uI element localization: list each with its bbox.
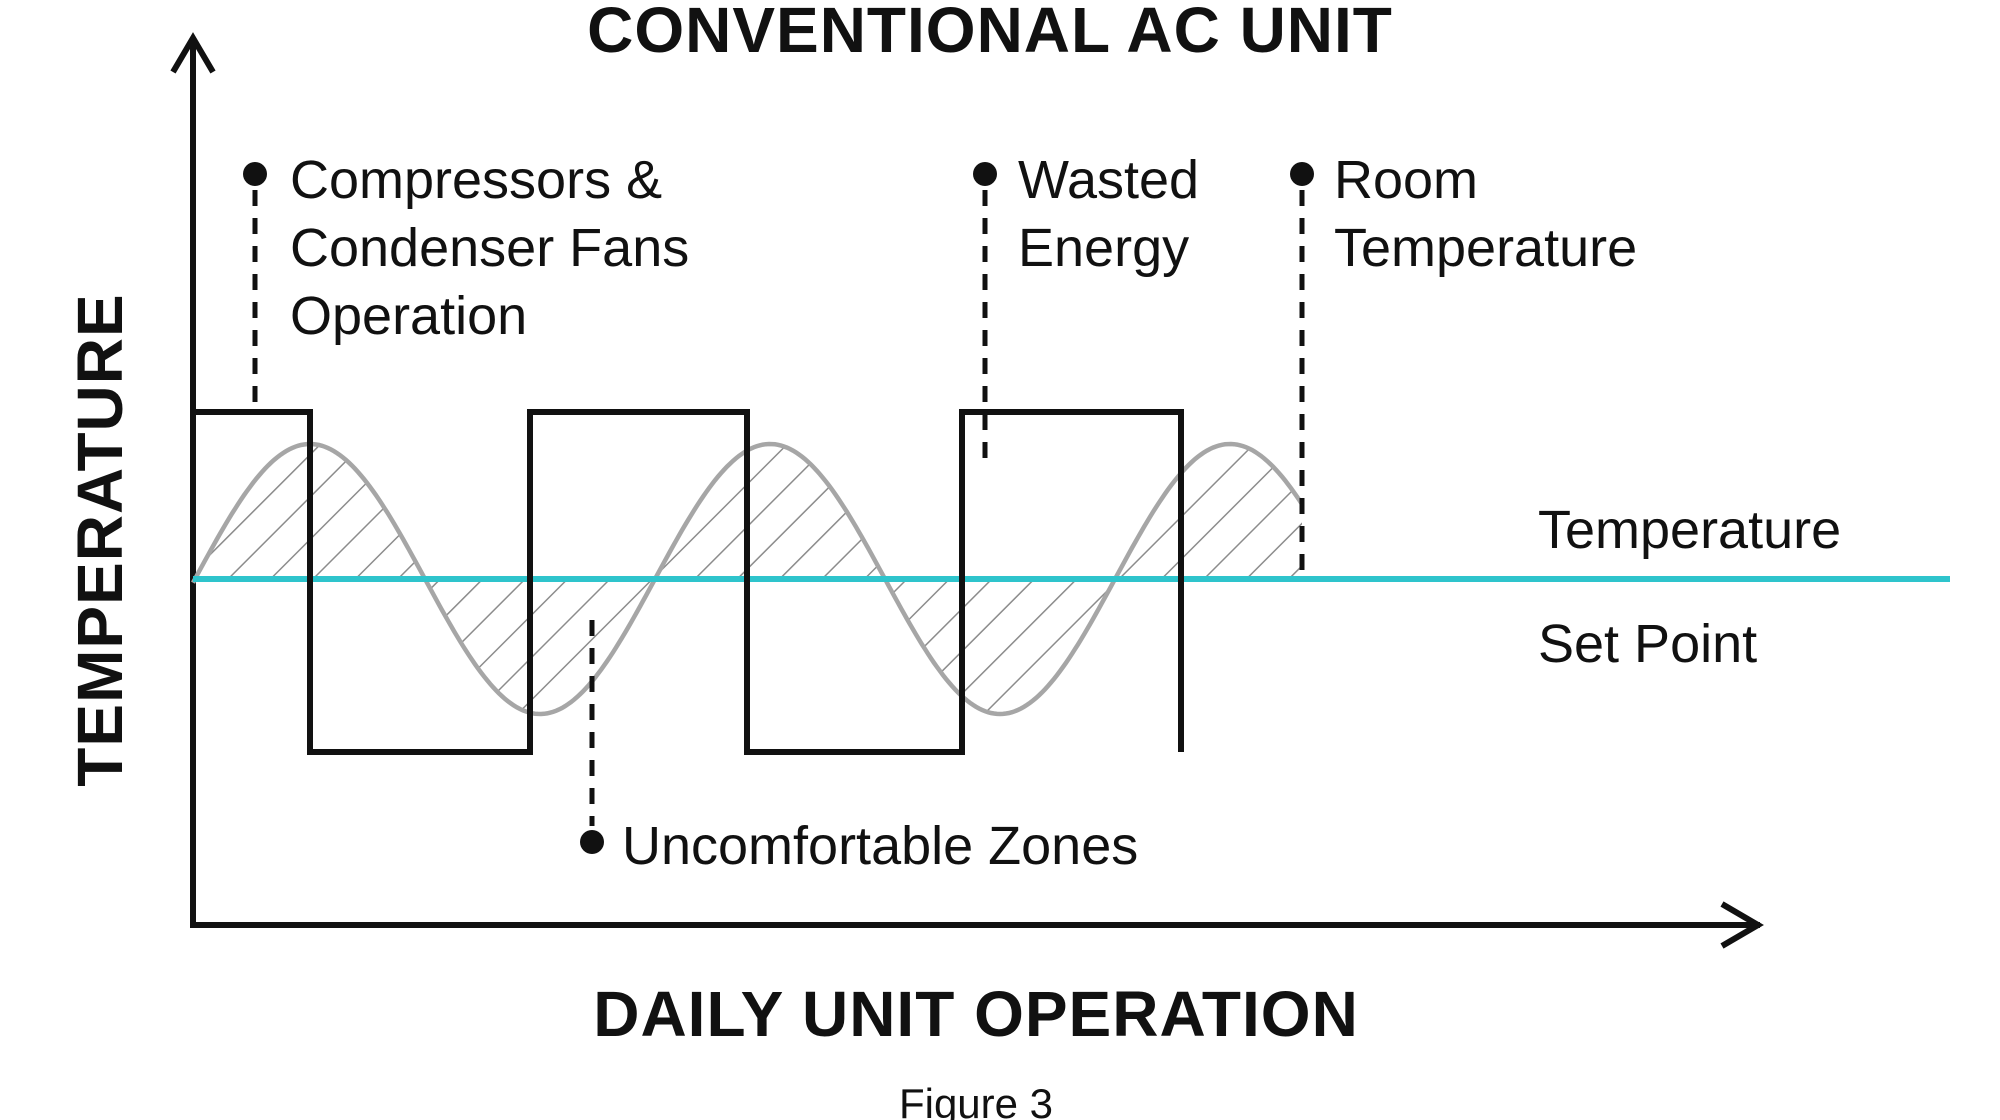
y-axis-arrowhead xyxy=(170,32,216,74)
wasted-energy-label-line-1: Wasted xyxy=(1018,150,1199,210)
y-axis-label: TEMPERATURE xyxy=(64,293,136,786)
room-temperature-label-line-2: Temperature xyxy=(1334,218,1637,278)
compressors-label-line-3: Operation xyxy=(290,286,527,346)
wasted-energy-marker-dot xyxy=(973,162,997,186)
compressor-cycle-signal xyxy=(193,409,1184,755)
x-axis-arrowhead xyxy=(1720,901,1764,949)
diagram-title: CONVENTIONAL AC UNIT xyxy=(587,0,1393,66)
room-temperature-label-line-1: Room xyxy=(1334,150,1478,210)
compressors-label-line-1: Compressors & xyxy=(290,150,662,210)
room-temperature-marker-dot xyxy=(1290,162,1314,186)
figure-caption: Figure 3 xyxy=(899,1080,1053,1120)
undershoot-hatch-area xyxy=(193,579,1302,714)
compressors-label-line-2: Condenser Fans xyxy=(290,218,689,278)
set-point-label-line-1: Temperature xyxy=(1538,500,1841,560)
set-point-label-line-2: Set Point xyxy=(1538,614,1757,674)
uncomfortable-zones-marker-dot xyxy=(580,830,604,854)
wasted-energy-label-line-2: Energy xyxy=(1018,218,1189,278)
uncomfortable-zones-label: Uncomfortable Zones xyxy=(622,816,1138,876)
compressors-marker-dot xyxy=(243,162,267,186)
x-axis-label: DAILY UNIT OPERATION xyxy=(593,978,1359,1050)
